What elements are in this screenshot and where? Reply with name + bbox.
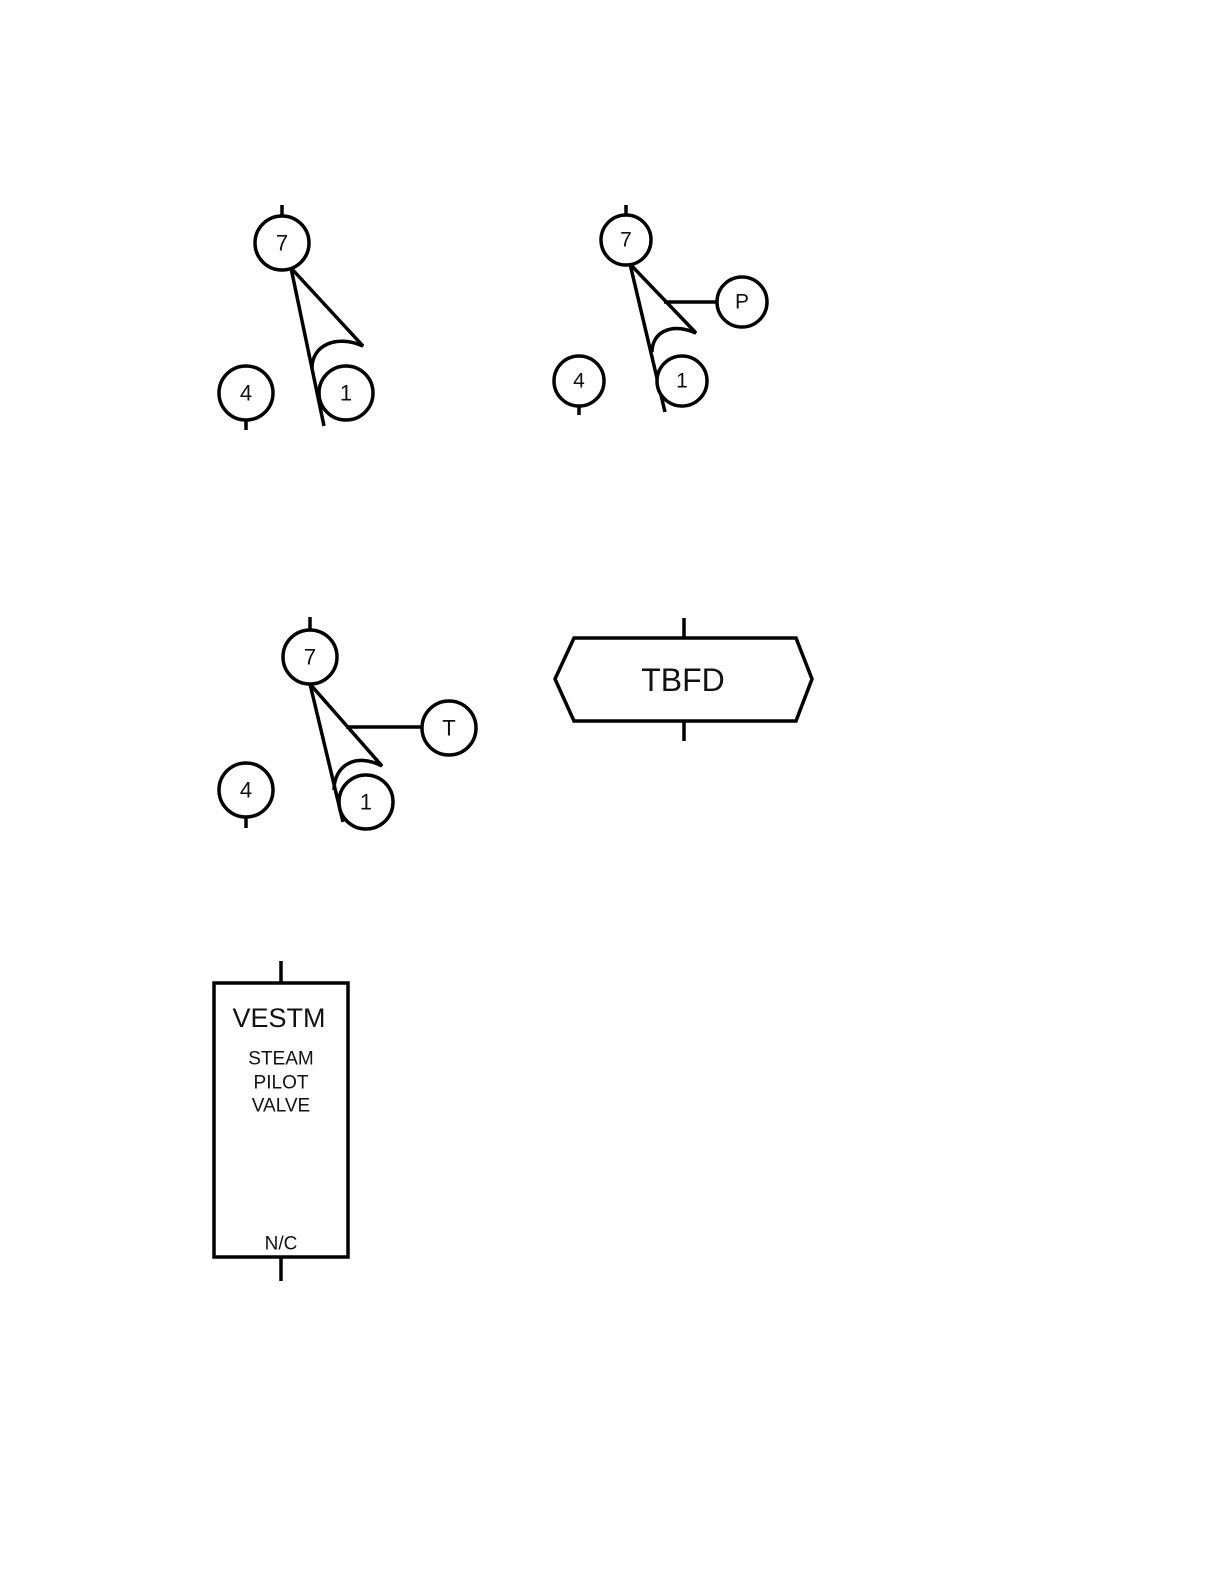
terminal-7-label: 7: [276, 231, 288, 256]
vestm-title: VESTM: [232, 1003, 325, 1033]
vestm-desc-line1: STEAM: [248, 1049, 313, 1070]
terminal-1-label: 1: [360, 790, 372, 815]
switch-symbol-temperature: 7 T 1 4: [219, 617, 476, 829]
terminal-7-label: 7: [620, 229, 632, 252]
temperature-actuator-label: T: [442, 716, 455, 741]
terminal-4-label: 4: [240, 381, 252, 406]
tbfd-symbol: TBFD: [555, 618, 812, 741]
terminal-1-label: 1: [676, 370, 688, 393]
switch-symbol-plain: 7 1 4: [219, 205, 373, 430]
tbfd-label: TBFD: [641, 662, 725, 698]
vestm-state-label: N/C: [265, 1234, 298, 1255]
switch-symbol-pressure: 7 P 1 4: [554, 205, 767, 415]
terminal-7-label: 7: [304, 645, 316, 670]
terminal-4-label: 4: [240, 778, 252, 803]
terminal-1-label: 1: [340, 381, 352, 406]
vestm-desc-line2: PILOT: [254, 1073, 309, 1094]
pressure-actuator-label: P: [735, 291, 749, 314]
vestm-desc-line3: VALVE: [252, 1096, 310, 1117]
vestm-symbol: VESTM STEAM PILOT VALVE N/C: [214, 961, 348, 1281]
terminal-4-label: 4: [573, 370, 585, 393]
